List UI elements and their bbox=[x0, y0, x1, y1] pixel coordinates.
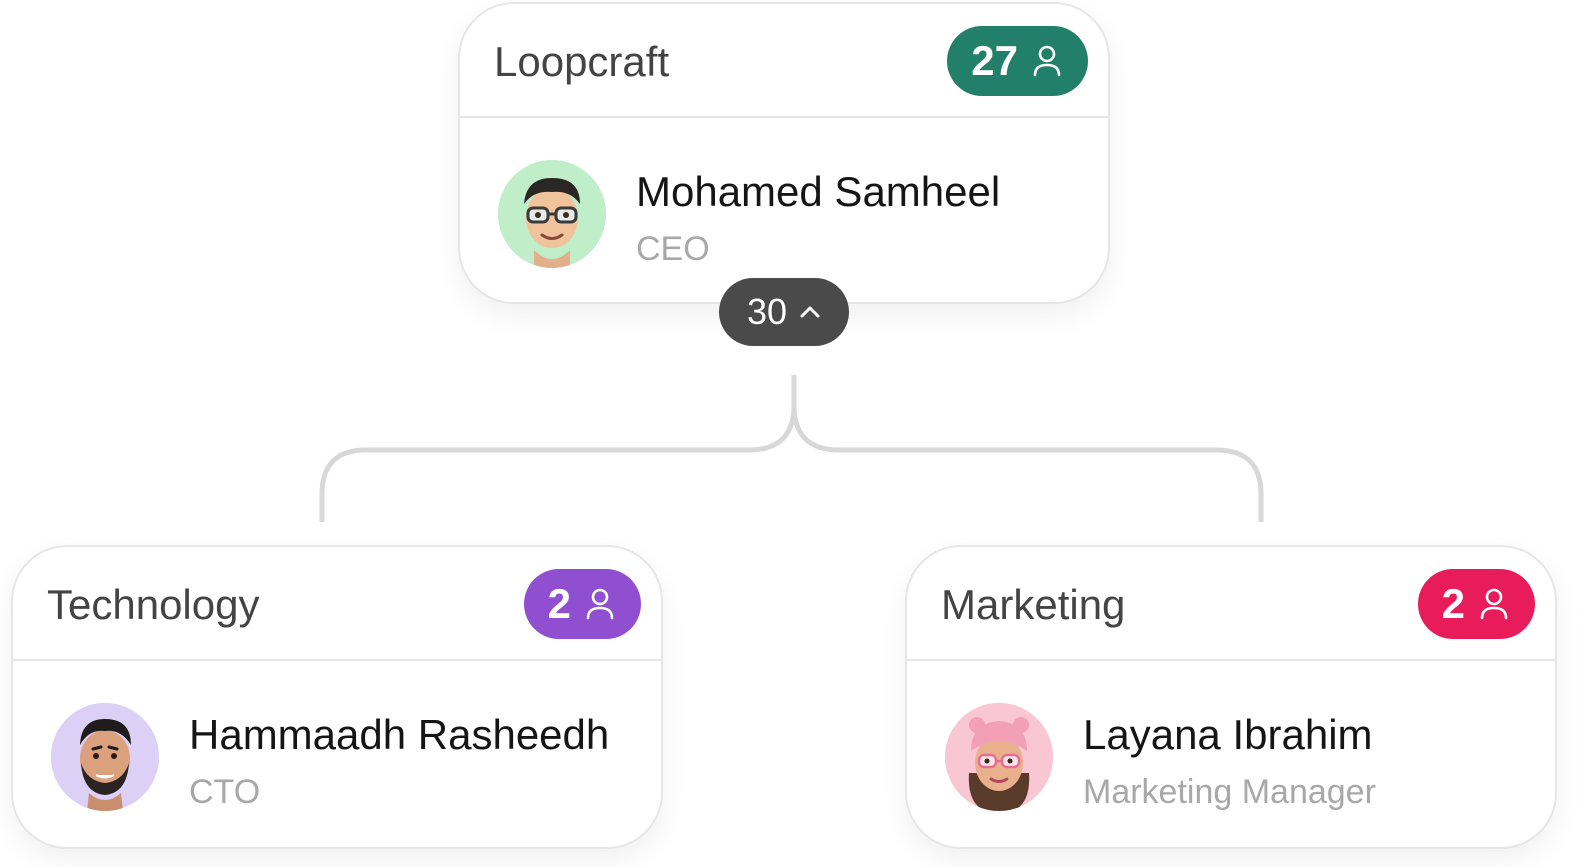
org-title: Loopcraft bbox=[494, 38, 670, 85]
org-card-marketing[interactable]: Marketing 2 bbox=[905, 545, 1557, 849]
memoji-avatar-pink-hat bbox=[945, 703, 1053, 811]
memoji-avatar-glasses bbox=[498, 160, 606, 268]
member-count-badge[interactable]: 2 bbox=[523, 569, 641, 639]
department-title: Marketing bbox=[941, 581, 1126, 628]
user-icon bbox=[585, 587, 615, 621]
card-header: Technology 2 bbox=[13, 547, 661, 661]
card-body: Mohamed Samheel CEO bbox=[460, 118, 1108, 302]
member-count: 27 bbox=[971, 37, 1018, 84]
card-header: Marketing 2 bbox=[907, 547, 1555, 661]
descendant-count: 30 bbox=[746, 291, 788, 332]
person-name: Layana Ibrahim bbox=[1083, 711, 1373, 758]
person-role: Marketing Manager bbox=[1083, 773, 1376, 811]
chevron-up-icon bbox=[799, 305, 821, 319]
person-role: CTO bbox=[189, 773, 261, 811]
person-role: CEO bbox=[636, 230, 710, 268]
user-icon bbox=[1032, 44, 1062, 78]
memoji-avatar-beard bbox=[51, 703, 159, 811]
avatar bbox=[498, 160, 606, 268]
org-card-technology[interactable]: Technology 2 bbox=[11, 545, 663, 849]
user-icon bbox=[1479, 587, 1509, 621]
member-count: 2 bbox=[1441, 580, 1465, 627]
department-title: Technology bbox=[47, 581, 260, 628]
member-count-badge[interactable]: 2 bbox=[1417, 569, 1535, 639]
collapse-children-button[interactable]: 30 bbox=[719, 278, 849, 346]
card-body: Layana Ibrahim Marketing Manager bbox=[907, 661, 1555, 847]
avatar bbox=[945, 703, 1053, 811]
person-name: Hammaadh Rasheedh bbox=[189, 711, 610, 758]
avatar bbox=[51, 703, 159, 811]
card-body: Hammaadh Rasheedh CTO bbox=[13, 661, 661, 847]
org-card-root[interactable]: Loopcraft 27 bbox=[458, 2, 1110, 304]
member-count-badge[interactable]: 27 bbox=[947, 26, 1088, 96]
person-name: Mohamed Samheel bbox=[636, 168, 1001, 215]
member-count: 2 bbox=[547, 580, 571, 627]
card-header: Loopcraft 27 bbox=[460, 4, 1108, 118]
